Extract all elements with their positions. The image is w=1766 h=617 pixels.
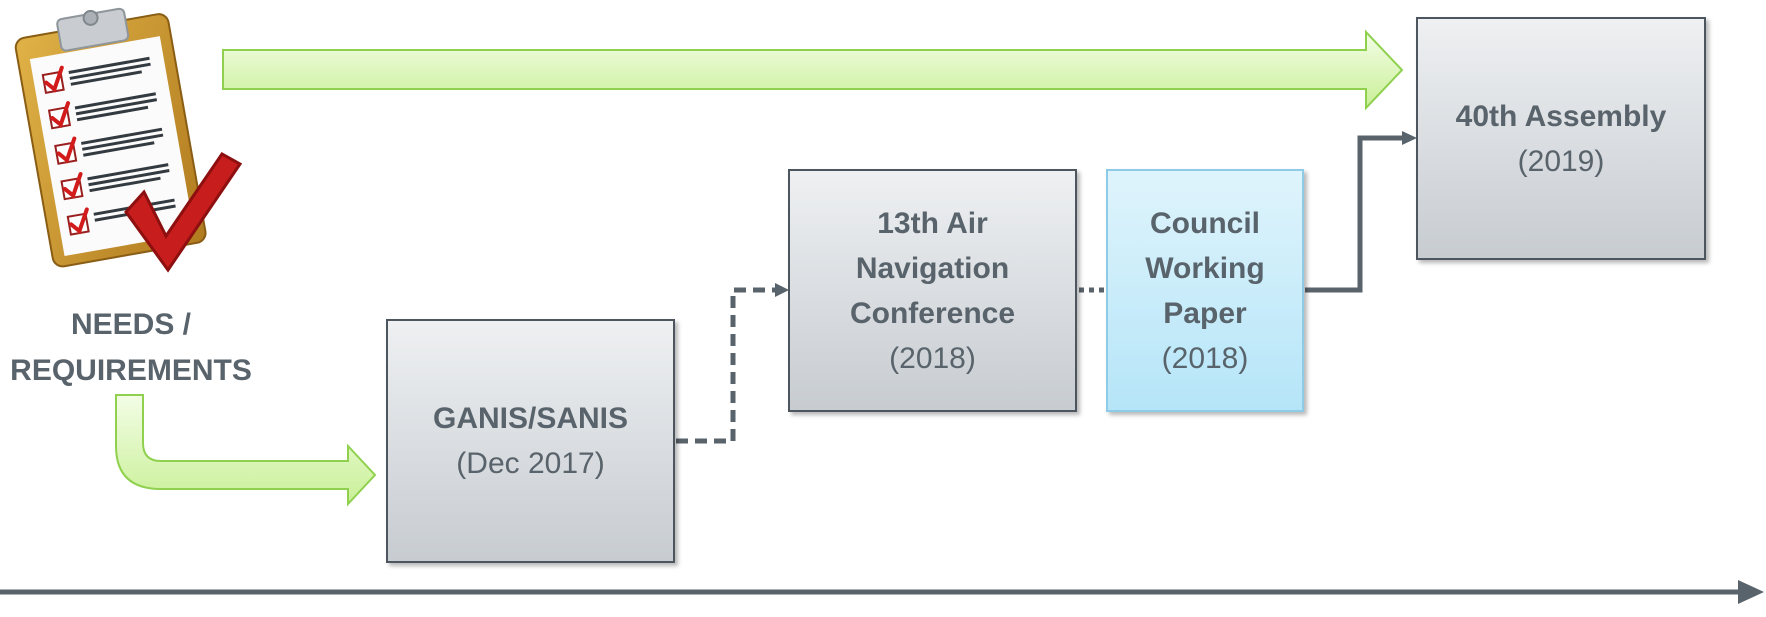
assembly-title: 40th Assembly (1455, 99, 1667, 133)
dashed-connector-ganis-to-anc (676, 287, 776, 444)
assembly-box: 40th Assembly (2019) (1416, 17, 1706, 260)
air-navigation-conference-box: 13th Air Navigation Conference (2018) (788, 169, 1077, 412)
council-working-paper-box: Council Working Paper (2018) (1106, 169, 1304, 412)
cwp-date: (2018) (1161, 341, 1249, 375)
arrowhead-assembly (1402, 131, 1417, 145)
anc-date: (2018) (889, 341, 976, 375)
ganis-date: (Dec 2017) (456, 447, 605, 480)
anc-title: 13th Air Navigation Conference (849, 206, 1016, 330)
ganis-title: GANIS/SANIS (432, 402, 629, 435)
solid-connector-cwp-to-assembly (1305, 135, 1403, 293)
clipboard-checklist-icon (14, 7, 243, 273)
assembly-date: (2019) (1517, 144, 1605, 178)
green-arrow-to-assembly (222, 29, 1404, 111)
arrowhead-anc (775, 283, 789, 297)
ganis-sanis-box: GANIS/SANIS (Dec 2017) (386, 319, 675, 563)
green-arrow-to-ganis (115, 394, 377, 507)
timeline-arrowhead (1738, 580, 1764, 604)
cwp-title: Council Working Paper (1145, 206, 1265, 330)
needs-requirements-label: NEEDS / REQUIREMENTS (10, 308, 252, 387)
